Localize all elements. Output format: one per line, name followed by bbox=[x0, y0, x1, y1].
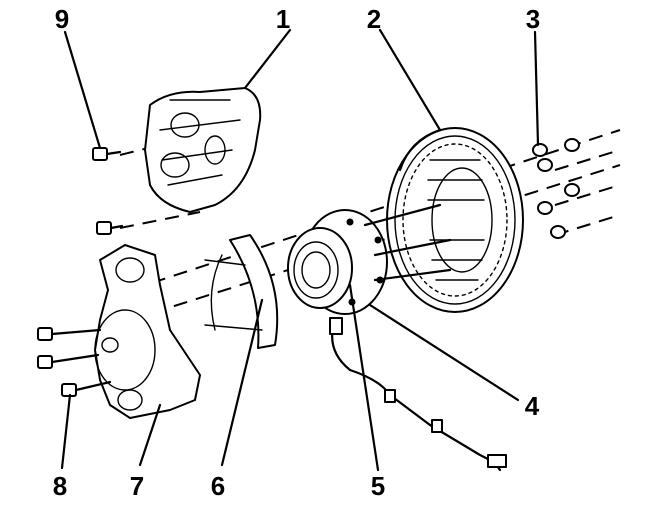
knuckle-mounting-bolts bbox=[37, 327, 112, 397]
callout-2: 2 bbox=[367, 4, 381, 34]
brake-rotor bbox=[386, 127, 524, 313]
brake-caliper bbox=[144, 87, 262, 213]
callout-3: 3 bbox=[526, 4, 540, 34]
steering-knuckle bbox=[94, 244, 201, 419]
callout-9: 9 bbox=[55, 4, 69, 34]
callout-8: 8 bbox=[53, 471, 67, 501]
caliper-mounting-bolts bbox=[92, 147, 124, 235]
callout-labels: 1 2 3 4 5 6 7 8 9 bbox=[53, 4, 540, 501]
callout-7: 7 bbox=[130, 471, 144, 501]
callout-1: 1 bbox=[276, 4, 290, 34]
wheel-speed-sensor-harness bbox=[329, 317, 507, 472]
callout-leader-lines bbox=[60, 28, 540, 472]
brake-splash-shield bbox=[204, 234, 279, 349]
wheel-hub-assembly bbox=[287, 203, 452, 315]
callout-4: 4 bbox=[525, 391, 540, 421]
wheel-lug-nuts bbox=[532, 138, 580, 239]
callout-6: 6 bbox=[211, 471, 225, 501]
callout-5: 5 bbox=[371, 471, 385, 501]
